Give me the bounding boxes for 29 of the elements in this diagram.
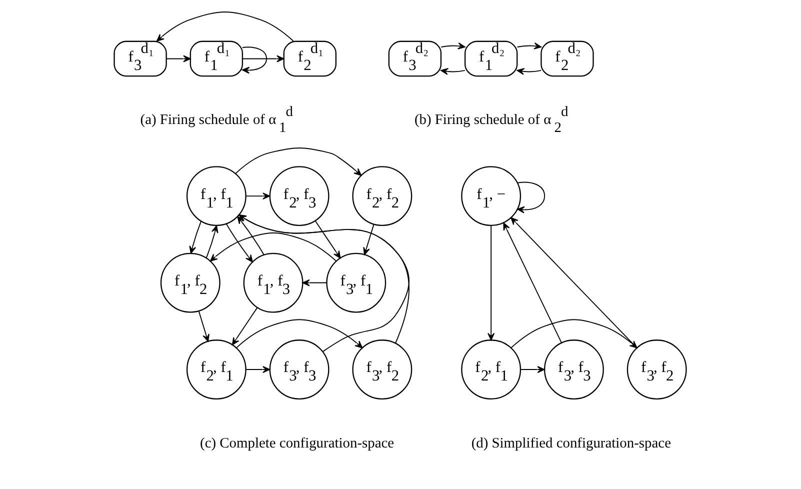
arrow bbox=[245, 192, 270, 200]
arrow bbox=[517, 182, 546, 214]
arrow bbox=[206, 225, 218, 258]
arrow bbox=[210, 232, 337, 262]
arrow bbox=[520, 366, 545, 374]
arrow bbox=[440, 42, 466, 50]
arrow bbox=[510, 319, 638, 348]
arrow bbox=[302, 279, 328, 286]
label: (c) Complete configuration-space bbox=[200, 436, 394, 452]
arrow bbox=[198, 310, 210, 342]
label: (d) Simplified configuration-space bbox=[471, 436, 672, 452]
arrow bbox=[166, 55, 191, 62]
arrow bbox=[503, 222, 562, 344]
arrow bbox=[516, 68, 542, 75]
arrow bbox=[156, 12, 294, 42]
arrow bbox=[232, 307, 258, 346]
arrow bbox=[189, 221, 202, 254]
arrow bbox=[510, 217, 638, 348]
arrow bbox=[242, 55, 284, 62]
arrow bbox=[488, 225, 495, 341]
arrow bbox=[440, 68, 466, 75]
arrow bbox=[242, 46, 268, 74]
arrow bbox=[314, 220, 341, 258]
arrow bbox=[363, 224, 374, 256]
arrow bbox=[226, 223, 253, 262]
arrow bbox=[236, 319, 363, 348]
arrow bbox=[235, 148, 362, 176]
arrow bbox=[516, 42, 542, 50]
arrow bbox=[245, 366, 270, 374]
